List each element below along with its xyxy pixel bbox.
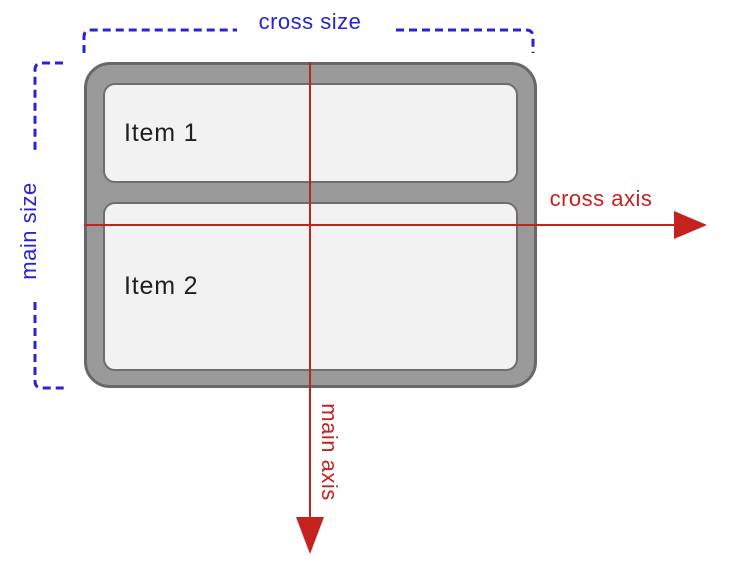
- flex-item-2-label: Item 2: [124, 272, 199, 300]
- cross-size-label: cross size: [258, 9, 362, 34]
- flex-item-2: Item 2: [103, 202, 518, 371]
- flex-item-1: Item 1: [103, 83, 518, 183]
- main-size-bracket-top: [33, 61, 63, 150]
- cross-axis-label: cross axis: [549, 186, 653, 211]
- cross-size-bracket-right: [396, 28, 535, 53]
- flex-item-1-label: Item 1: [124, 118, 199, 147]
- cross-axis-arrowhead: [674, 211, 707, 239]
- cross-size-bracket-left: [82, 28, 237, 53]
- main-size-bracket-bottom: [33, 302, 65, 390]
- flex-container: Item 1 Item 2: [84, 62, 537, 388]
- main-size-label: main size: [16, 182, 41, 280]
- main-axis-label: main axis: [317, 403, 342, 501]
